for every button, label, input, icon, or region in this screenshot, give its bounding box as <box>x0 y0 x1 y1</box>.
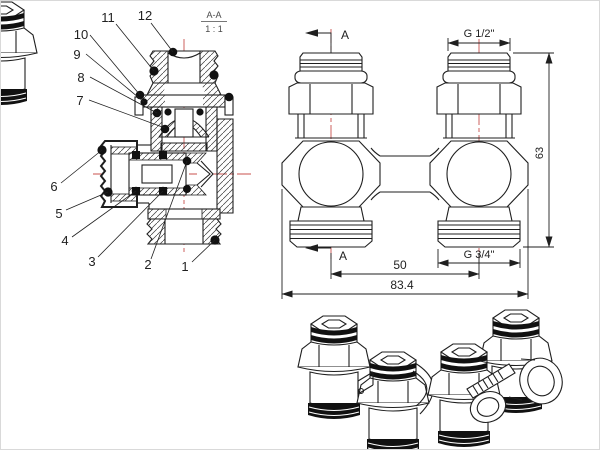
part-callout-8: 8 <box>77 70 84 85</box>
valve-connection <box>281 52 381 248</box>
isometric-views <box>1 1 563 449</box>
height-dim: 63 <box>534 147 546 159</box>
valve-insert-section <box>128 144 214 209</box>
iso-view-straight <box>297 315 434 449</box>
part-callout-5: 5 <box>55 206 62 221</box>
bottom-thread-section <box>146 208 222 245</box>
part-callouts: 1 2 3 4 5 6 7 8 9 10 11 12 <box>50 8 188 274</box>
part-callout-9: 9 <box>73 47 80 62</box>
overall-width-dim: 83.4 <box>390 278 414 292</box>
part-callout-7: 7 <box>76 93 83 108</box>
oring-dots <box>97 47 234 245</box>
iso-valve-unit <box>1 1 38 105</box>
part-callout-1: 1 <box>181 259 188 274</box>
top-union-nut <box>149 50 219 84</box>
iso-bridge <box>357 371 374 395</box>
section-scale: 1 : 1 <box>205 24 223 34</box>
iso-ports <box>469 357 563 424</box>
section-marker-top-label: A <box>341 28 349 42</box>
part-callout-11: 11 <box>101 10 115 25</box>
part-callout-2: 2 <box>144 257 151 272</box>
part-callout-10: 10 <box>74 27 88 42</box>
section-scale-label: A-A 1 : 1 <box>201 10 227 34</box>
port-spacing-dim: 50 <box>393 258 407 272</box>
section-title: A-A <box>206 10 221 20</box>
dimension-labels: A G 1/2" 63 A G 3/4" 50 83.4 <box>339 28 546 292</box>
cross-section-view <box>60 22 253 263</box>
iso-bypass-tube <box>466 363 516 399</box>
part-callout-4: 4 <box>61 233 68 248</box>
body-bridge <box>370 147 440 201</box>
dimensions <box>281 29 554 299</box>
callout-leaders <box>60 22 216 263</box>
bottom-thread-dim: G 3/4" <box>464 249 495 261</box>
iso-view-angled <box>427 309 563 448</box>
top-thread-dim: G 1/2" <box>464 28 495 40</box>
valve-bonnet-section <box>150 106 234 214</box>
front-view <box>281 29 554 299</box>
part-callout-12: 12 <box>138 8 152 23</box>
section-marker-bottom-label: A <box>339 249 347 263</box>
part-callout-6: 6 <box>50 179 57 194</box>
part-callout-3: 3 <box>88 254 95 269</box>
